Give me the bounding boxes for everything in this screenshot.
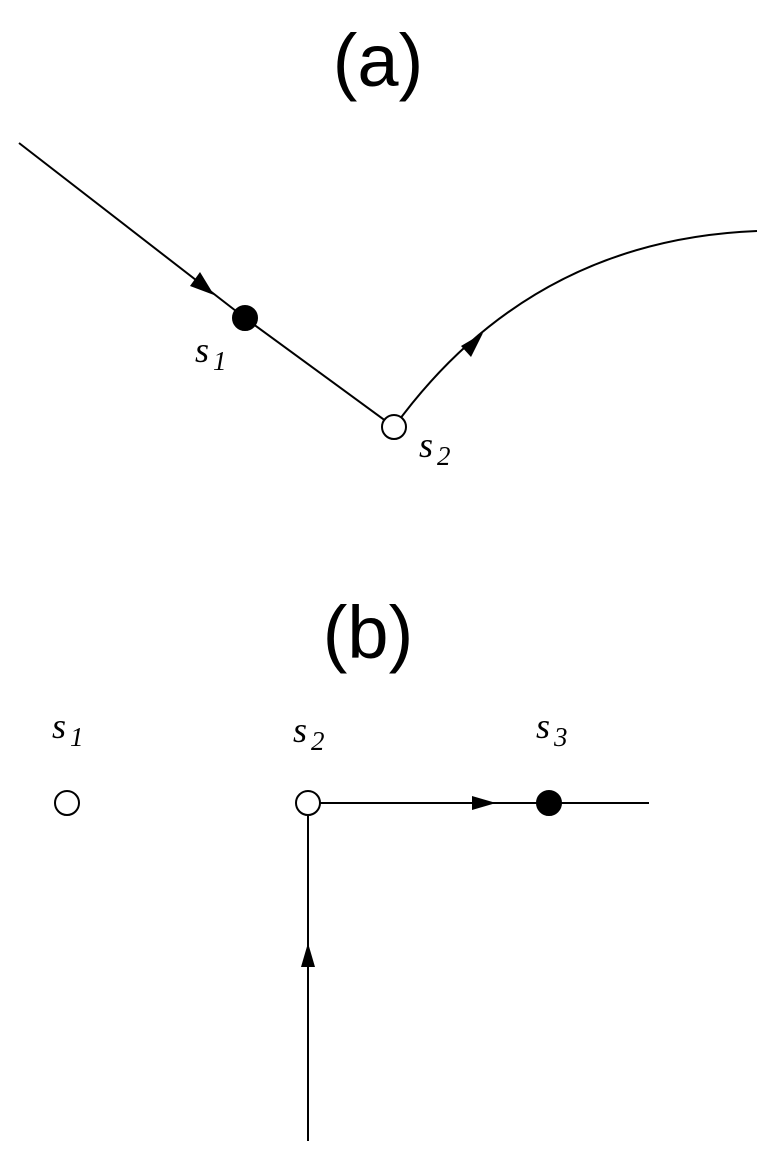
panel-a-node-s1 bbox=[232, 305, 258, 331]
panel-b-arrow-start-to-s2 bbox=[301, 943, 315, 967]
panel-a-label: (a) bbox=[333, 19, 423, 102]
panel-a-arrow-start-to-s1 bbox=[190, 272, 214, 295]
panel-b-label: (b) bbox=[323, 591, 413, 674]
panel-a-arrow-s2-to-end bbox=[461, 333, 483, 357]
panel-b-node-s2 bbox=[295, 790, 321, 816]
panel-a-node-s2 bbox=[381, 414, 407, 440]
panel-b-node-s1 bbox=[54, 790, 80, 816]
panel-a-edge-s2-to-end bbox=[393, 230, 758, 428]
panel-b-arrow-s2-to-s3 bbox=[472, 796, 496, 810]
panel-a-edge-s1-to-s2 bbox=[244, 317, 395, 428]
panel-b-node-s3 bbox=[536, 790, 562, 816]
